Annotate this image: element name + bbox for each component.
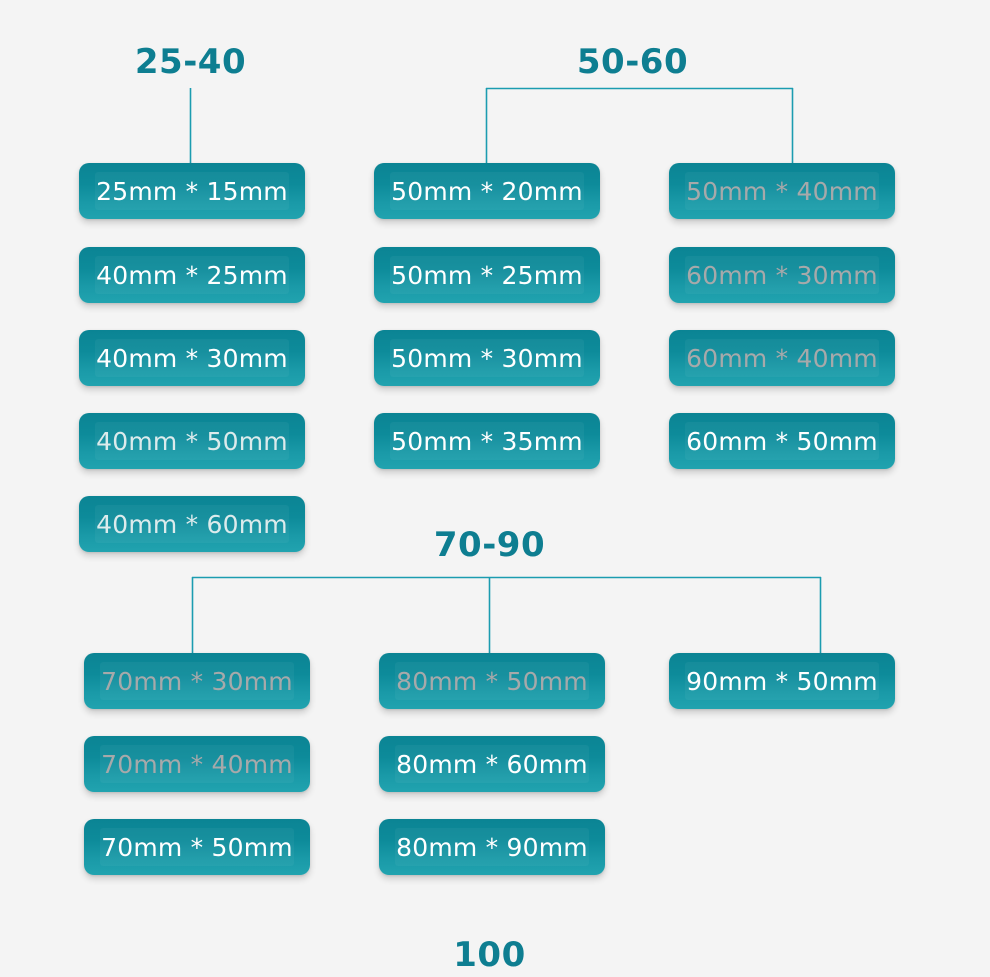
size-chip-label: 80mm * 50mm <box>396 666 588 696</box>
size-chip-label: 40mm * 30mm <box>96 343 288 373</box>
group-title-25-40: 25-40 <box>134 42 247 82</box>
group-title-100: 100 <box>453 935 526 975</box>
size-chip-label: 40mm * 60mm <box>96 509 288 539</box>
size-chip[interactable]: 50mm * 30mm <box>374 330 600 386</box>
size-chip[interactable]: 60mm * 50mm <box>669 413 895 469</box>
size-chip[interactable]: 50mm * 35mm <box>374 413 600 469</box>
size-chip[interactable]: 60mm * 30mm <box>669 247 895 303</box>
size-chip-label: 70mm * 40mm <box>101 749 293 779</box>
size-chip-label: 70mm * 50mm <box>101 832 293 862</box>
size-chip[interactable]: 40mm * 50mm <box>79 413 305 469</box>
size-chip-label: 50mm * 35mm <box>391 426 583 456</box>
size-chip[interactable]: 50mm * 40mm <box>669 163 895 219</box>
size-chip-label: 80mm * 90mm <box>396 832 588 862</box>
size-chip[interactable]: 50mm * 25mm <box>374 247 600 303</box>
size-chip-label: 80mm * 60mm <box>396 749 588 779</box>
size-chip-label: 50mm * 40mm <box>686 176 878 206</box>
size-chip-label: 50mm * 25mm <box>391 260 583 290</box>
size-chip-label: 70mm * 30mm <box>101 666 293 696</box>
size-chip-label: 60mm * 50mm <box>686 426 878 456</box>
size-chip-label: 50mm * 20mm <box>391 176 583 206</box>
size-chip-label: 90mm * 50mm <box>686 666 878 696</box>
size-chip[interactable]: 70mm * 50mm <box>84 819 310 875</box>
size-chip[interactable]: 40mm * 60mm <box>79 496 305 552</box>
size-chip[interactable]: 70mm * 30mm <box>84 653 310 709</box>
size-chip[interactable]: 60mm * 40mm <box>669 330 895 386</box>
size-chip-label: 25mm * 15mm <box>96 176 288 206</box>
size-chip[interactable]: 80mm * 90mm <box>379 819 605 875</box>
size-chip[interactable]: 90mm * 50mm <box>669 653 895 709</box>
size-chip[interactable]: 50mm * 20mm <box>374 163 600 219</box>
size-chip[interactable]: 80mm * 50mm <box>379 653 605 709</box>
group-title-70-90: 70-90 <box>433 525 546 565</box>
group-title-50-60: 50-60 <box>576 42 689 82</box>
size-chip-label: 60mm * 40mm <box>686 343 878 373</box>
size-chip[interactable]: 40mm * 25mm <box>79 247 305 303</box>
size-chip[interactable]: 80mm * 60mm <box>379 736 605 792</box>
size-chip-label: 40mm * 25mm <box>96 260 288 290</box>
size-chip-label: 40mm * 50mm <box>96 426 288 456</box>
size-chip[interactable]: 70mm * 40mm <box>84 736 310 792</box>
size-chip-label: 50mm * 30mm <box>391 343 583 373</box>
size-chip-label: 60mm * 30mm <box>686 260 878 290</box>
size-chip[interactable]: 25mm * 15mm <box>79 163 305 219</box>
size-chip[interactable]: 40mm * 30mm <box>79 330 305 386</box>
